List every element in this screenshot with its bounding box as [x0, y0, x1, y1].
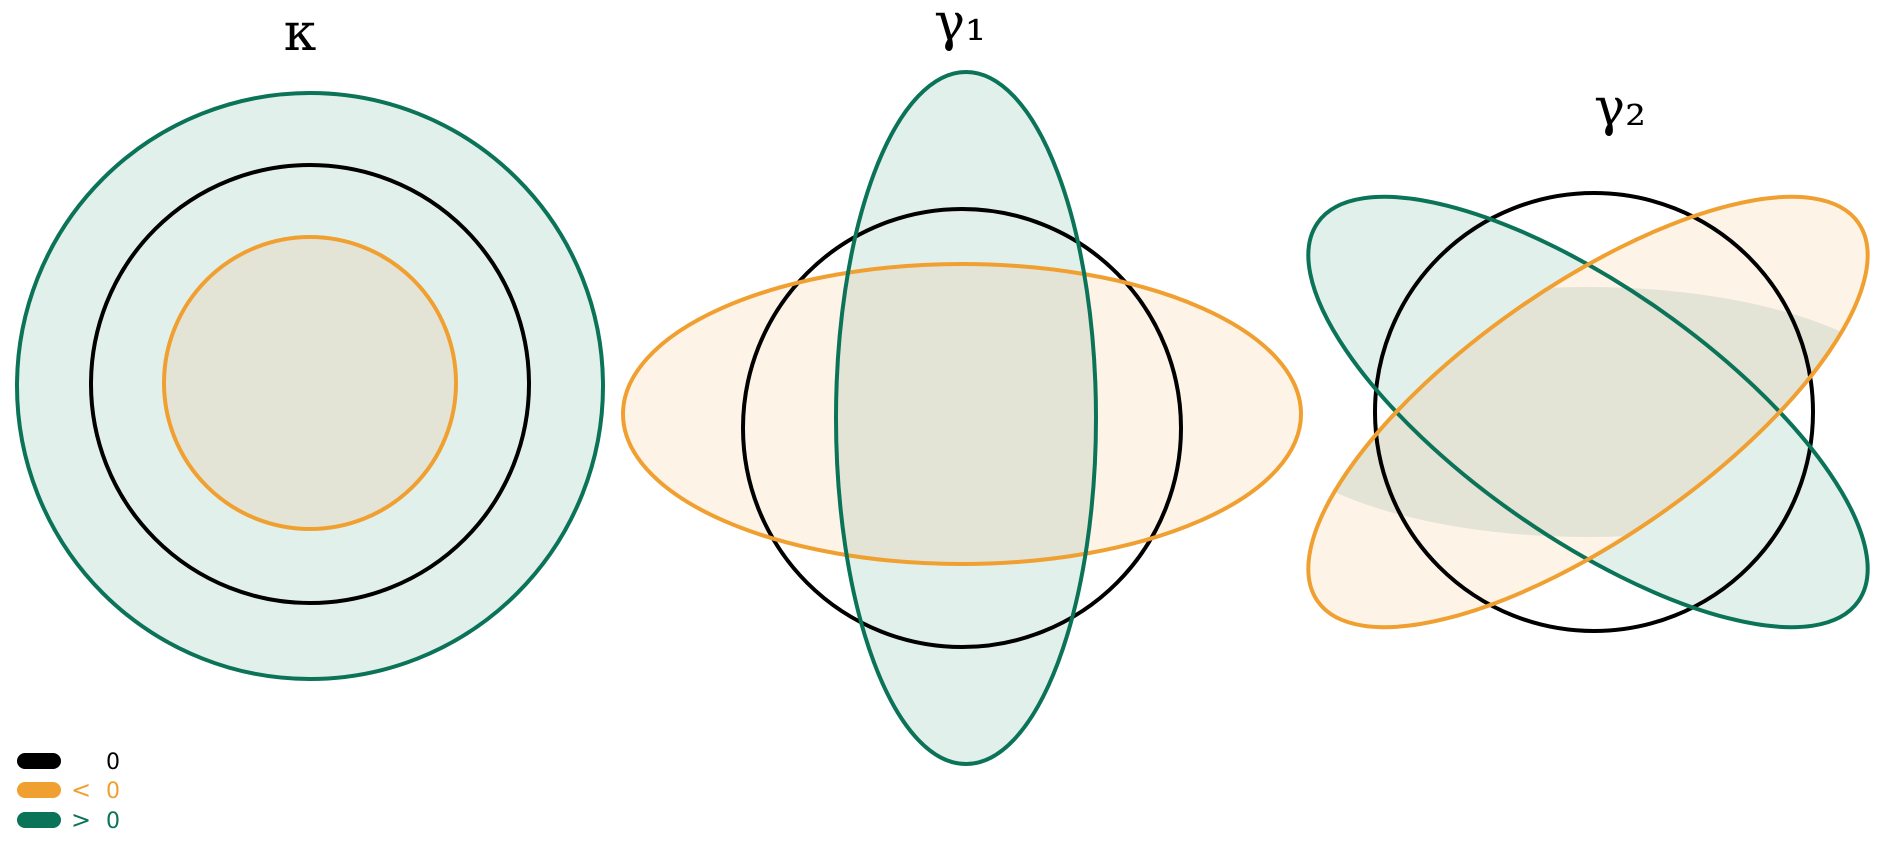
legend-symbol-less: <: [71, 776, 91, 804]
legend-swatch-greater: [17, 812, 61, 828]
legend: 0 < 0 > 0: [17, 750, 120, 834]
panel-gamma2: γ₂: [1306, 78, 1870, 633]
gamma2-overlap: [1308, 286, 1868, 538]
gamma1-less-ellipse: [621, 262, 1303, 566]
gamma1-baseline-circle: [741, 207, 1183, 649]
gamma2-less-ellipse: [1306, 194, 1870, 630]
kappa-less-circle: [162, 235, 458, 531]
gamma1-overlap: [836, 264, 1096, 564]
panel-gamma1: γ₁: [621, 0, 1303, 766]
panel-title-gamma1: γ₁: [934, 0, 986, 53]
legend-swatch-baseline: [17, 753, 61, 769]
kappa-baseline-circle: [89, 163, 531, 605]
legend-value-less: 0: [106, 779, 120, 804]
panel-title-kappa: κ: [284, 3, 317, 63]
legend-symbol-greater: >: [71, 806, 91, 834]
gamma1-greater-ellipse: [834, 70, 1098, 766]
panel-kappa: κ: [15, 3, 605, 681]
gamma2-greater-ellipse: [1306, 194, 1870, 630]
legend-row-greater: > 0: [17, 806, 120, 834]
legend-row-less: < 0: [17, 776, 120, 804]
panel-title-gamma2: γ₂: [1594, 78, 1646, 138]
legend-value-greater: 0: [106, 809, 120, 834]
gamma2-baseline-circle: [1373, 191, 1815, 633]
legend-swatch-less: [17, 782, 61, 798]
legend-value-baseline: 0: [106, 750, 120, 775]
legend-row-baseline: 0: [17, 750, 120, 775]
